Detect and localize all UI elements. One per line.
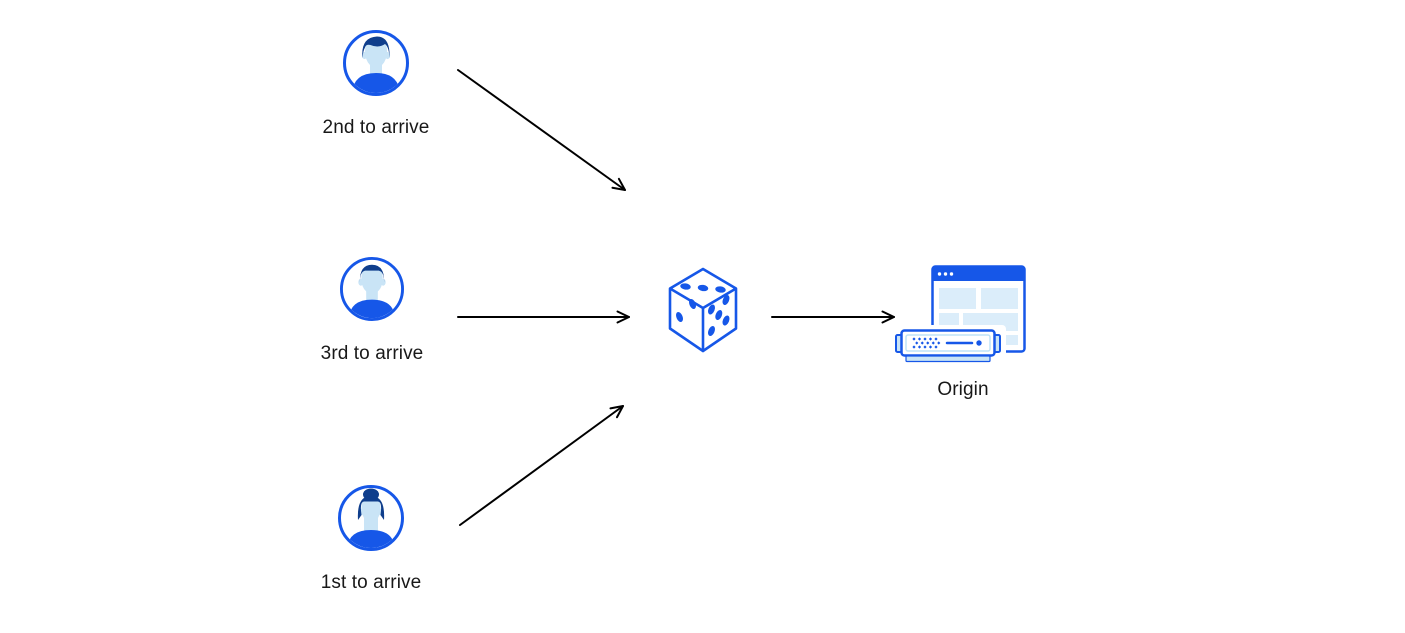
male-avatar-icon [343, 30, 409, 96]
origin-server-icon [893, 258, 1033, 370]
node-visitor-1st: 1st to arrive [301, 485, 441, 594]
male-avatar-icon [340, 257, 404, 321]
node-label: Origin [937, 379, 989, 400]
node-visitor-3rd: 3rd to arrive [302, 257, 442, 365]
node-label: 2nd to arrive [322, 117, 430, 138]
node-label: 3rd to arrive [320, 343, 424, 364]
dice-icon [667, 267, 739, 353]
node-visitor-2nd: 2nd to arrive [306, 30, 446, 139]
node-origin-server: Origin [893, 258, 1033, 401]
female-avatar-icon [338, 485, 404, 551]
node-label: 1st to arrive [320, 572, 422, 593]
arrow-visitor2nd-to-dice [457, 69, 626, 191]
arrow-visitor1st-to-dice [459, 405, 624, 526]
node-random-dice [667, 267, 739, 353]
